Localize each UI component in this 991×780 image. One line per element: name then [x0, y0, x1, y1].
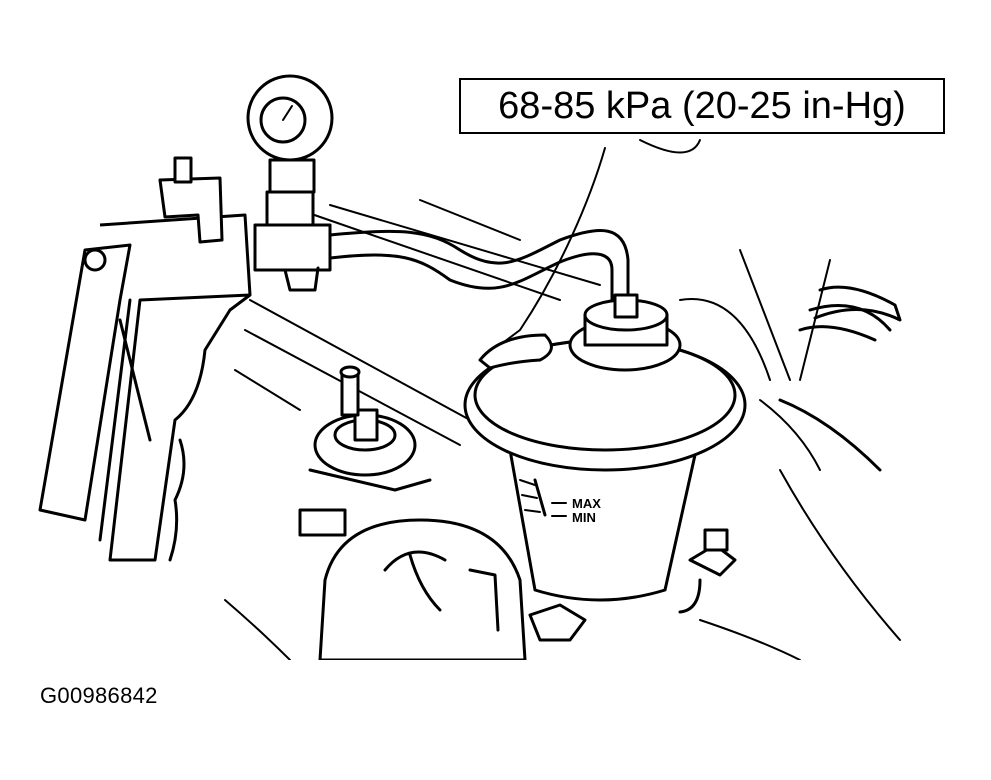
- vacuum-test-illustration: MAX MIN: [38, 74, 902, 660]
- vacuum-gauge: [246, 74, 334, 292]
- power-steering-reservoir: MAX MIN: [463, 293, 747, 614]
- right-side-hose: [778, 285, 902, 472]
- callout-leader: [499, 147, 606, 346]
- lower-canister: [318, 518, 587, 660]
- min-mark: MIN: [572, 510, 596, 525]
- pressure-spec-text: 68-85 kPa (20-25 in-Hg): [498, 84, 906, 127]
- vacuum-hose: [328, 229, 630, 302]
- engine-bay-lines: [224, 139, 901, 660]
- vacuum-pump: [38, 156, 252, 562]
- pressure-spec-callout: 68-85 kPa (20-25 in-Hg): [459, 78, 945, 134]
- housing-fitting: [298, 365, 432, 537]
- max-mark: MAX: [572, 496, 601, 511]
- figure-id: G00986842: [40, 683, 158, 708]
